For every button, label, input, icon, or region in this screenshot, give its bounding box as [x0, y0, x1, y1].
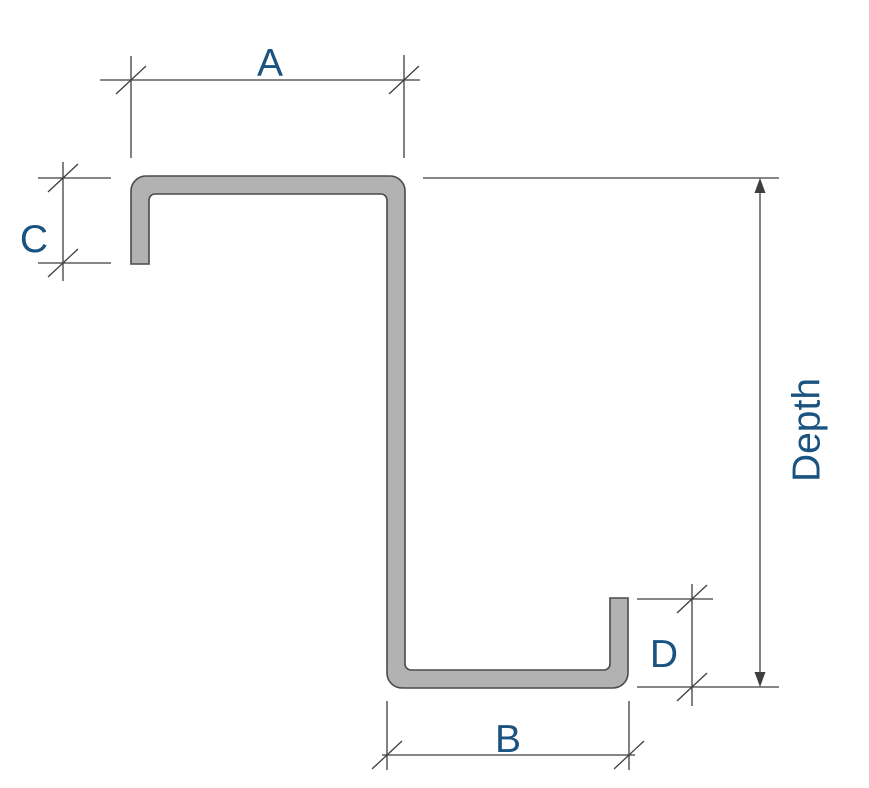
dimension-label-c: C: [20, 218, 48, 261]
dimension-c-tick-bottom: [47, 248, 79, 278]
dimension-a-tick-right: [388, 65, 420, 95]
z-profile-cross-section: [130, 175, 629, 689]
dimension-c: C: [20, 162, 111, 281]
dimension-depth-arrow-up: [754, 178, 766, 193]
dimension-b: B: [371, 701, 645, 770]
dimension-label-b: B: [495, 718, 521, 761]
dimension-label-depth: Depth: [786, 378, 829, 482]
dimension-label-a: A: [257, 42, 283, 85]
dimension-b-tick-left: [371, 740, 403, 770]
dimension-b-tick-right: [613, 740, 645, 770]
dimension-c-tick-top: [47, 163, 79, 193]
dimension-d: D: [637, 584, 713, 706]
dimension-label-d: D: [650, 633, 678, 676]
dimension-a-tick-left: [115, 65, 147, 95]
dimension-d-tick-bottom: [676, 672, 708, 702]
dimension-depth-arrow-down: [754, 672, 766, 687]
dimension-a: A: [100, 42, 420, 158]
dimension-d-tick-top: [676, 584, 708, 614]
dimension-depth: Depth: [423, 177, 829, 688]
